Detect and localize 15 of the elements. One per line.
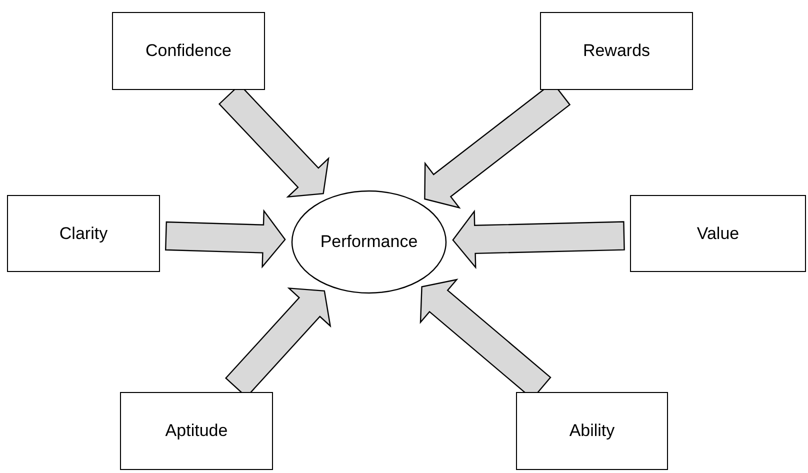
factor-box [120,392,273,470]
block-arrow [164,209,286,269]
factor-box [112,12,265,90]
node-label: Ability [569,420,615,442]
node-label: Clarity [59,222,108,245]
factor-box [516,392,668,470]
factor-box [630,195,806,272]
node-label: Performance [320,231,418,254]
factor-box [7,195,160,272]
node-label: Confidence [145,40,232,62]
node-label: Value [696,222,740,245]
node-label: Rewards [582,40,650,62]
factor-box [540,12,693,90]
node-label: Aptitude [165,420,228,442]
block-arrow [452,210,625,270]
